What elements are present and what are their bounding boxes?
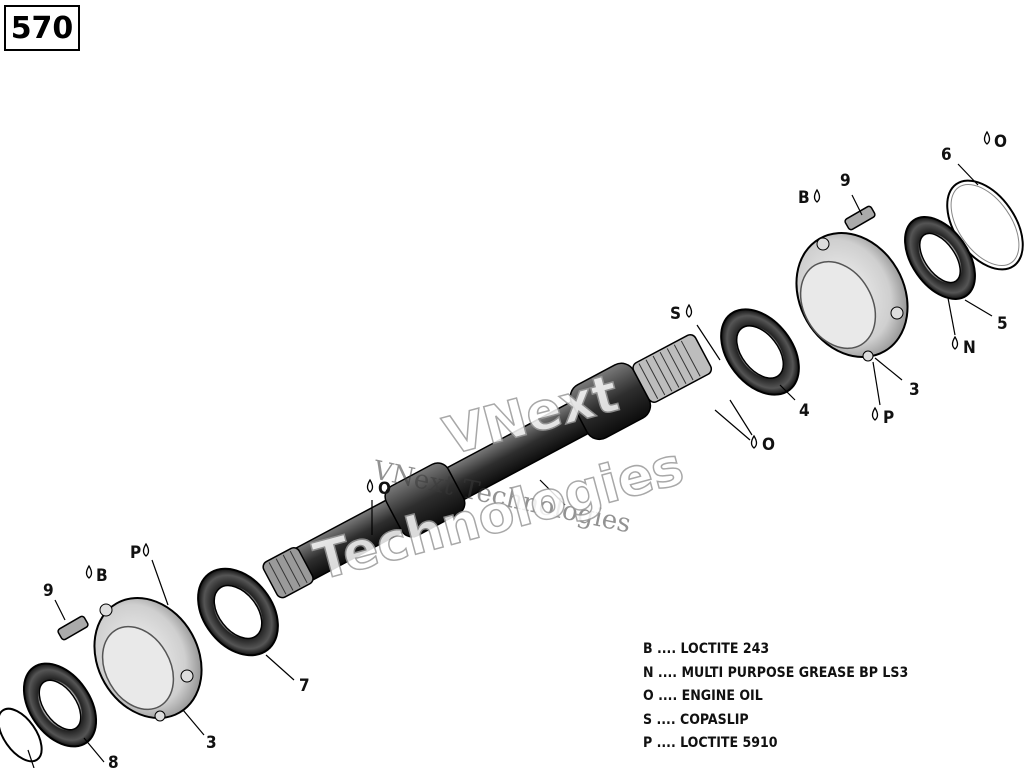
lubricant-mark-o-mid: O (750, 434, 775, 455)
lubricant-mark-p-left: P (130, 542, 150, 563)
seal-part-7 (197, 567, 279, 657)
legend-text: LOCTITE 243 (680, 641, 770, 657)
drive-shaft (262, 333, 713, 599)
drop-icon (750, 434, 758, 449)
legend-code: P (643, 735, 653, 751)
drop-icon (685, 303, 693, 318)
callout-7: 7 (299, 676, 310, 696)
o-ring-left (0, 707, 43, 763)
lubricant-mark-o-shaft: O (366, 478, 391, 499)
drop-icon (142, 542, 150, 557)
drop-icon (871, 406, 879, 421)
lubricant-mark-p-right: P (871, 406, 894, 428)
lube-code-o-top: O (994, 132, 1007, 152)
callout-6: 6 (941, 145, 952, 165)
seal-part-8 (22, 662, 98, 748)
legend-code: S (643, 711, 653, 728)
lubricant-mark-o-top: O (983, 130, 1007, 152)
lubricant-mark-s: S (670, 303, 693, 324)
legend-row-p: P .... LOCTITE 5910 (643, 735, 778, 751)
lube-code-n: N (963, 338, 976, 358)
lubricant-legend: B .... LOCTITE 243 N .... MULTI PURPOSE … (643, 638, 908, 756)
drop-icon (813, 188, 821, 203)
lube-code-b-left: B (96, 566, 108, 586)
seal-part-5 (904, 216, 976, 300)
legend-row-s: S .... COPASLIP (643, 711, 749, 728)
leader-lines (27, 163, 993, 768)
lubricant-mark-b-left: B (85, 564, 108, 586)
lube-code-p-right: P (883, 408, 894, 428)
callout-9-top: 9 (840, 171, 851, 191)
legend-code: B (643, 641, 653, 657)
bolt-part-9-top (844, 205, 876, 231)
callout-3-top: 3 (909, 380, 920, 400)
callout-4: 4 (799, 401, 810, 421)
drop-icon (366, 478, 374, 493)
lube-code-s: S (670, 304, 681, 324)
legend-text: LOCTITE 5910 (680, 735, 778, 751)
callout-8: 8 (108, 753, 119, 768)
seal-part-4 (720, 308, 800, 396)
drop-icon (85, 564, 93, 579)
page-number: 570 (4, 5, 80, 51)
drop-icon (983, 130, 991, 145)
bearing-housing-part-3-right (795, 231, 909, 362)
bearing-housing-part-3-left (93, 596, 203, 722)
callout-5: 5 (997, 314, 1008, 334)
lubricant-mark-b-top: B (798, 188, 821, 208)
legend-text: COPASLIP (679, 711, 749, 728)
callout-9-bottom: 9 (43, 581, 54, 601)
lube-code-o-shaft: O (378, 479, 391, 499)
legend-row-n: N .... MULTI PURPOSE GREASE BP LS3 (643, 664, 909, 681)
lube-code-p-left: P (130, 543, 141, 563)
legend-code: O (643, 688, 654, 704)
lube-code-o-mid: O (762, 435, 775, 455)
legend-row-b: B .... LOCTITE 243 (643, 641, 770, 657)
drop-icon (951, 335, 959, 350)
callout-3-bottom: 3 (206, 733, 217, 753)
lubricant-mark-n: N (951, 335, 976, 358)
legend-row-o: O .... ENGINE OIL (643, 688, 763, 704)
lube-code-b-top: B (798, 188, 810, 208)
legend-text: ENGINE OIL (681, 688, 763, 704)
bolt-part-9-bottom (57, 615, 89, 641)
legend-text: MULTI PURPOSE GREASE BP LS3 (681, 664, 909, 681)
legend-code: N (643, 664, 654, 681)
